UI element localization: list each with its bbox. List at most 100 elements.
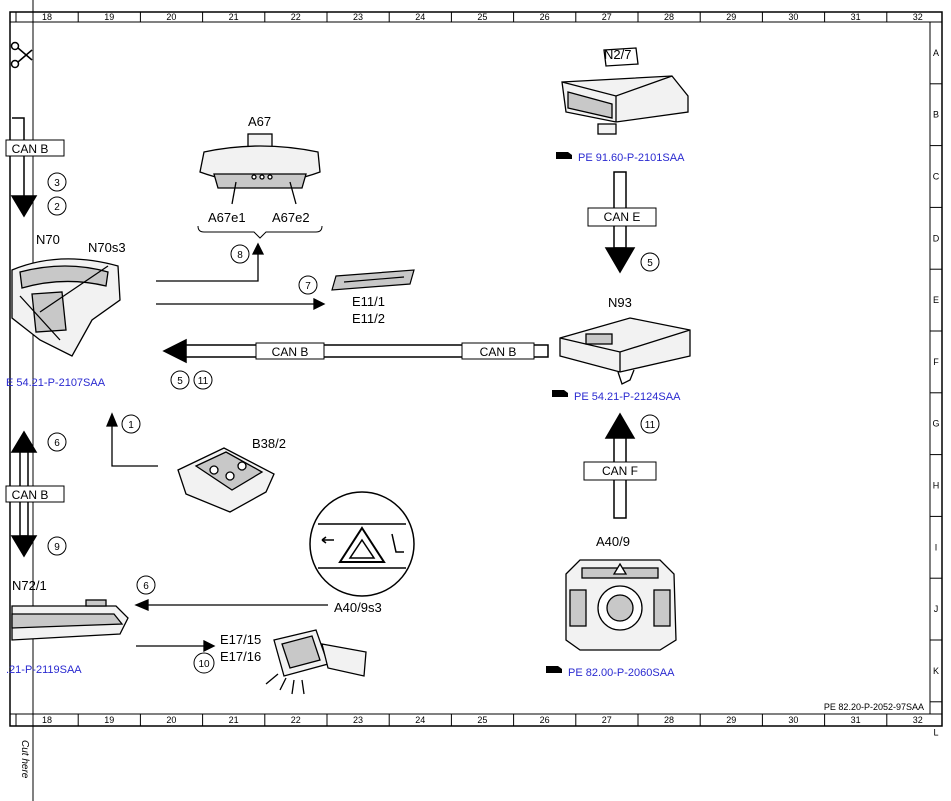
can-b-low-left-label: CAN B	[12, 488, 49, 502]
grid-column-label-top: 18	[42, 12, 52, 22]
reference-link-n70[interactable]: E 54.21-P-2107SAA	[6, 377, 106, 389]
sheet-reference: PE 82.20-P-2052-97SAA	[824, 702, 924, 712]
label-n70: N70	[36, 232, 60, 247]
signal-marker-7-text: 7	[305, 281, 311, 292]
reference-hand-icon	[546, 666, 562, 673]
label-a40-9: A40/9	[596, 534, 630, 549]
grid-column-label-top: 28	[664, 12, 674, 22]
grid-row-label: B	[933, 110, 939, 120]
reference-link-n2-7-text[interactable]: PE 91.60-P-2101SAA	[578, 152, 685, 164]
grid-row-label: C	[933, 172, 940, 182]
grid-column-label-top: 30	[788, 12, 798, 22]
grid-column-label-top: 27	[602, 12, 612, 22]
a40-9-control-panel	[565, 559, 677, 651]
can-f-label: CAN F	[602, 464, 638, 478]
signal-arrow-n70-to-e11	[156, 297, 326, 311]
grid-column-label-top: 24	[415, 12, 425, 22]
label-e17-15: E17/15	[220, 632, 261, 647]
grid-column-label-bottom: 27	[602, 715, 612, 725]
signal-marker-8: 8	[230, 244, 250, 264]
grid-column-label-bottom: 31	[851, 715, 861, 725]
grid-row-label: E	[933, 295, 939, 305]
grid-column-label-bottom: 19	[104, 715, 114, 725]
signal-marker-5-right: 5	[640, 252, 660, 272]
signal-marker-5-left-text: 5	[177, 376, 183, 387]
grid-column-label-top: 19	[104, 12, 114, 22]
reference-link-a40-9-text[interactable]: PE 82.00-P-2060SAA	[568, 667, 675, 679]
n2-7-airbag-unit	[561, 47, 689, 135]
signal-marker-6-left-text: 6	[54, 438, 60, 449]
signal-marker-10-text: 10	[198, 659, 210, 670]
can-e-label: CAN E	[604, 210, 641, 224]
signal-marker-2: 2	[47, 196, 67, 216]
a67-bracket	[197, 225, 323, 239]
grid-row-label: F	[933, 357, 939, 367]
reference-link-n93[interactable]: PE 54.21-P-2124SAA	[552, 390, 681, 403]
grid-column-label-bottom: 30	[788, 715, 798, 725]
grid-column-label-bottom: 18	[42, 715, 52, 725]
scissors-icon	[10, 41, 33, 69]
grid-column-label-bottom: 22	[291, 715, 301, 725]
reference-hand-icon	[552, 390, 568, 397]
label-a67: A67	[248, 114, 271, 129]
label-n70s3: N70s3	[88, 240, 126, 255]
signal-arrow-switch-to-n72	[134, 599, 328, 611]
label-a67e2: A67e2	[272, 210, 310, 225]
grid-column-label-top: 20	[166, 12, 176, 22]
signal-marker-8-text: 8	[237, 250, 243, 261]
signal-marker-1: 1	[121, 414, 141, 434]
e17-footwell-lamp	[265, 629, 367, 695]
drawing-frame	[9, 0, 943, 801]
reference-link-n2-7[interactable]: PE 91.60-P-2101SAA	[556, 152, 685, 164]
grid-column-label-top: 26	[540, 12, 550, 22]
grid-column-label-bottom: 24	[415, 715, 425, 725]
can-b-mid-left-label: CAN B	[272, 345, 309, 359]
a67-rearview-mirror	[199, 133, 321, 205]
signal-marker-9: 9	[47, 536, 67, 556]
grid-column-label-top: 32	[913, 12, 923, 22]
label-a67e1: A67e1	[208, 210, 246, 225]
label-a40-9s3: A40/9s3	[334, 600, 382, 615]
grid-column-label-bottom: 32	[913, 715, 923, 725]
label-n72-1: N72/1	[12, 578, 47, 593]
grid-row-label: K	[933, 666, 939, 676]
grid-row-ticks	[930, 83, 942, 703]
label-n93: N93	[608, 295, 632, 310]
signal-marker-6-bottom-text: 6	[143, 581, 149, 592]
can-b-left-top-bus	[10, 117, 38, 218]
signal-marker-9-text: 9	[54, 542, 60, 553]
grid-column-label-bottom: 23	[353, 715, 363, 725]
grid-row-label: H	[933, 481, 940, 491]
grid-column-label-top: 22	[291, 12, 301, 22]
grid-column-label-bottom: 28	[664, 715, 674, 725]
can-b-mid-right-label: CAN B	[480, 345, 517, 359]
grid-row-label: D	[933, 233, 940, 243]
b38-2-sensor	[177, 447, 275, 513]
grid-column-ticks	[15, 12, 888, 726]
reference-link-n72-1[interactable]: .21-P-2119SAA	[6, 664, 82, 676]
grid-column-label-top: 23	[353, 12, 363, 22]
label-b38-2: B38/2	[252, 436, 286, 451]
n70-overhead-control-panel	[11, 258, 121, 357]
a40-9s3-hazard-switch-inset	[309, 491, 415, 597]
grid-row-label: J	[934, 604, 939, 614]
reference-link-n93-text[interactable]: PE 54.21-P-2124SAA	[574, 391, 681, 403]
reference-link-a40-9[interactable]: PE 82.00-P-2060SAA	[546, 666, 675, 679]
label-e17-16: E17/16	[220, 649, 261, 664]
grid-column-label-bottom: 21	[229, 715, 239, 725]
grid-column-label-top: 25	[477, 12, 487, 22]
grid-row-label: I	[935, 542, 938, 552]
signal-marker-1-text: 1	[128, 420, 134, 431]
signal-marker-6-bottom: 6	[136, 575, 156, 595]
n93-control-unit	[559, 317, 691, 385]
signal-marker-11-left: 11	[193, 370, 213, 390]
signal-marker-7: 7	[298, 275, 318, 295]
can-b-top-left-label: CAN B	[12, 142, 49, 156]
signal-marker-11-right: 11	[640, 414, 660, 434]
label-n2-7: N2/7	[604, 47, 631, 62]
signal-marker-3: 3	[47, 172, 67, 192]
grid-column-label-bottom: 26	[540, 715, 550, 725]
